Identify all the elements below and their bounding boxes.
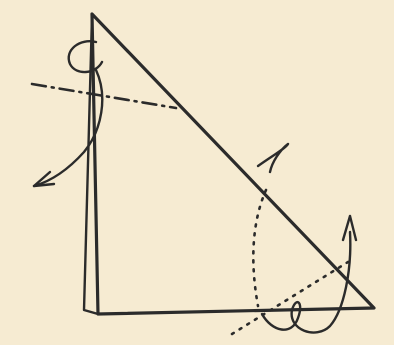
paper-triangle xyxy=(90,12,376,316)
fold-arrow-left xyxy=(32,68,104,188)
fold-arrow-top xyxy=(67,40,104,74)
fold-arrow-bottom xyxy=(260,230,352,334)
bottom-fold-line xyxy=(230,260,350,336)
fold-arrow-right xyxy=(256,142,290,174)
valley-fold-line xyxy=(30,82,178,110)
inner-fold-edge xyxy=(82,14,100,316)
fold-arrow-left-head xyxy=(32,170,56,188)
fold-arrow-bottom-head xyxy=(341,214,358,242)
mountain-fold-curve xyxy=(252,188,268,308)
